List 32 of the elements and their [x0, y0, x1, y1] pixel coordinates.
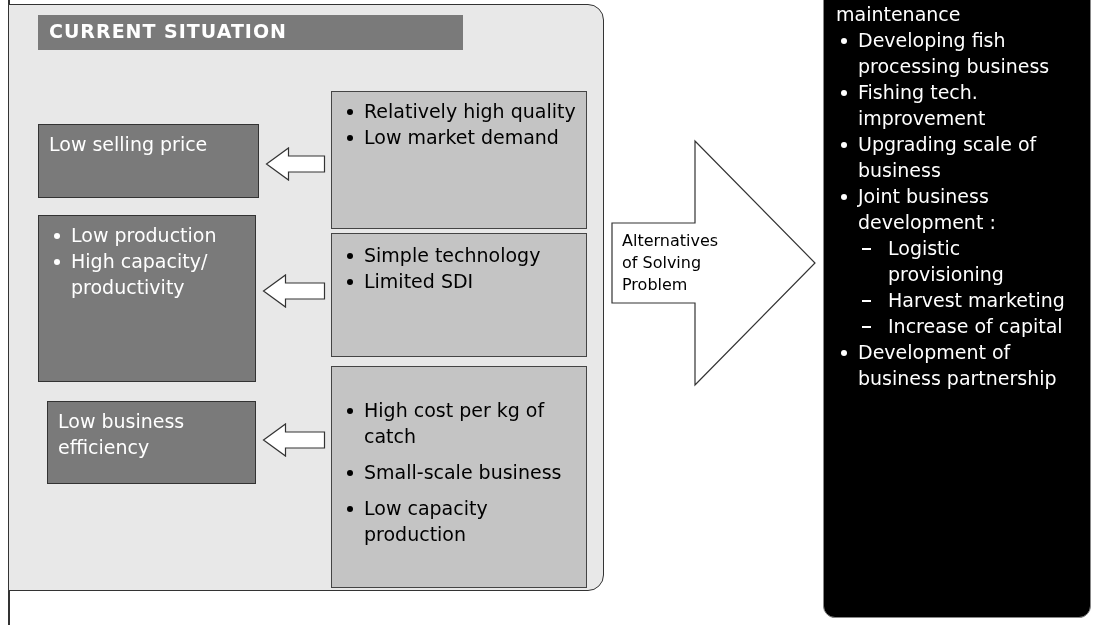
solution-panel	[823, 0, 1091, 618]
problem-box	[38, 124, 259, 198]
bullet-item: Joint business development :	[836, 183, 1080, 235]
problem-box	[38, 215, 256, 382]
bullet-item: High capacity/ productivity	[49, 248, 245, 300]
bullet-item: Developing fish processing business	[836, 27, 1080, 79]
bullet-item: Relatively high quality	[342, 98, 576, 124]
block-arrow	[262, 422, 326, 458]
bullet-item: Fishing tech. improvement	[836, 79, 1080, 131]
bullet-item: Limited SDI	[342, 268, 576, 294]
sub-item: Increase of capital	[836, 313, 1080, 339]
bullet-item: High cost per kg of catch	[342, 397, 576, 449]
box-label: Low business efficiency	[58, 409, 186, 460]
box-label: maintenance	[836, 2, 962, 27]
sub-item: Logistic provisioning	[836, 235, 1080, 287]
problem-box	[47, 401, 256, 484]
block-arrow	[262, 273, 326, 309]
panel-heading: CURRENT SITUATION	[38, 15, 463, 50]
bullet-item: Low capacity production	[342, 495, 576, 547]
block-arrow	[265, 146, 326, 182]
cause-box	[331, 366, 587, 588]
sub-item: Harvest marketing	[836, 287, 1080, 313]
bullet-item: Low production	[49, 222, 245, 248]
box-label: Low selling price	[49, 132, 209, 157]
bullet-item: Upgrading scale of business	[836, 131, 1080, 183]
situation-panel	[8, 4, 604, 591]
bullet-item: Low market demand	[342, 124, 576, 150]
cause-box	[331, 91, 587, 229]
bullet-item: Simple technology	[342, 242, 576, 268]
cause-box	[331, 233, 587, 357]
bullet-item: Development of business partnership	[836, 339, 1080, 391]
bullet-item: Small-scale business	[342, 459, 576, 485]
